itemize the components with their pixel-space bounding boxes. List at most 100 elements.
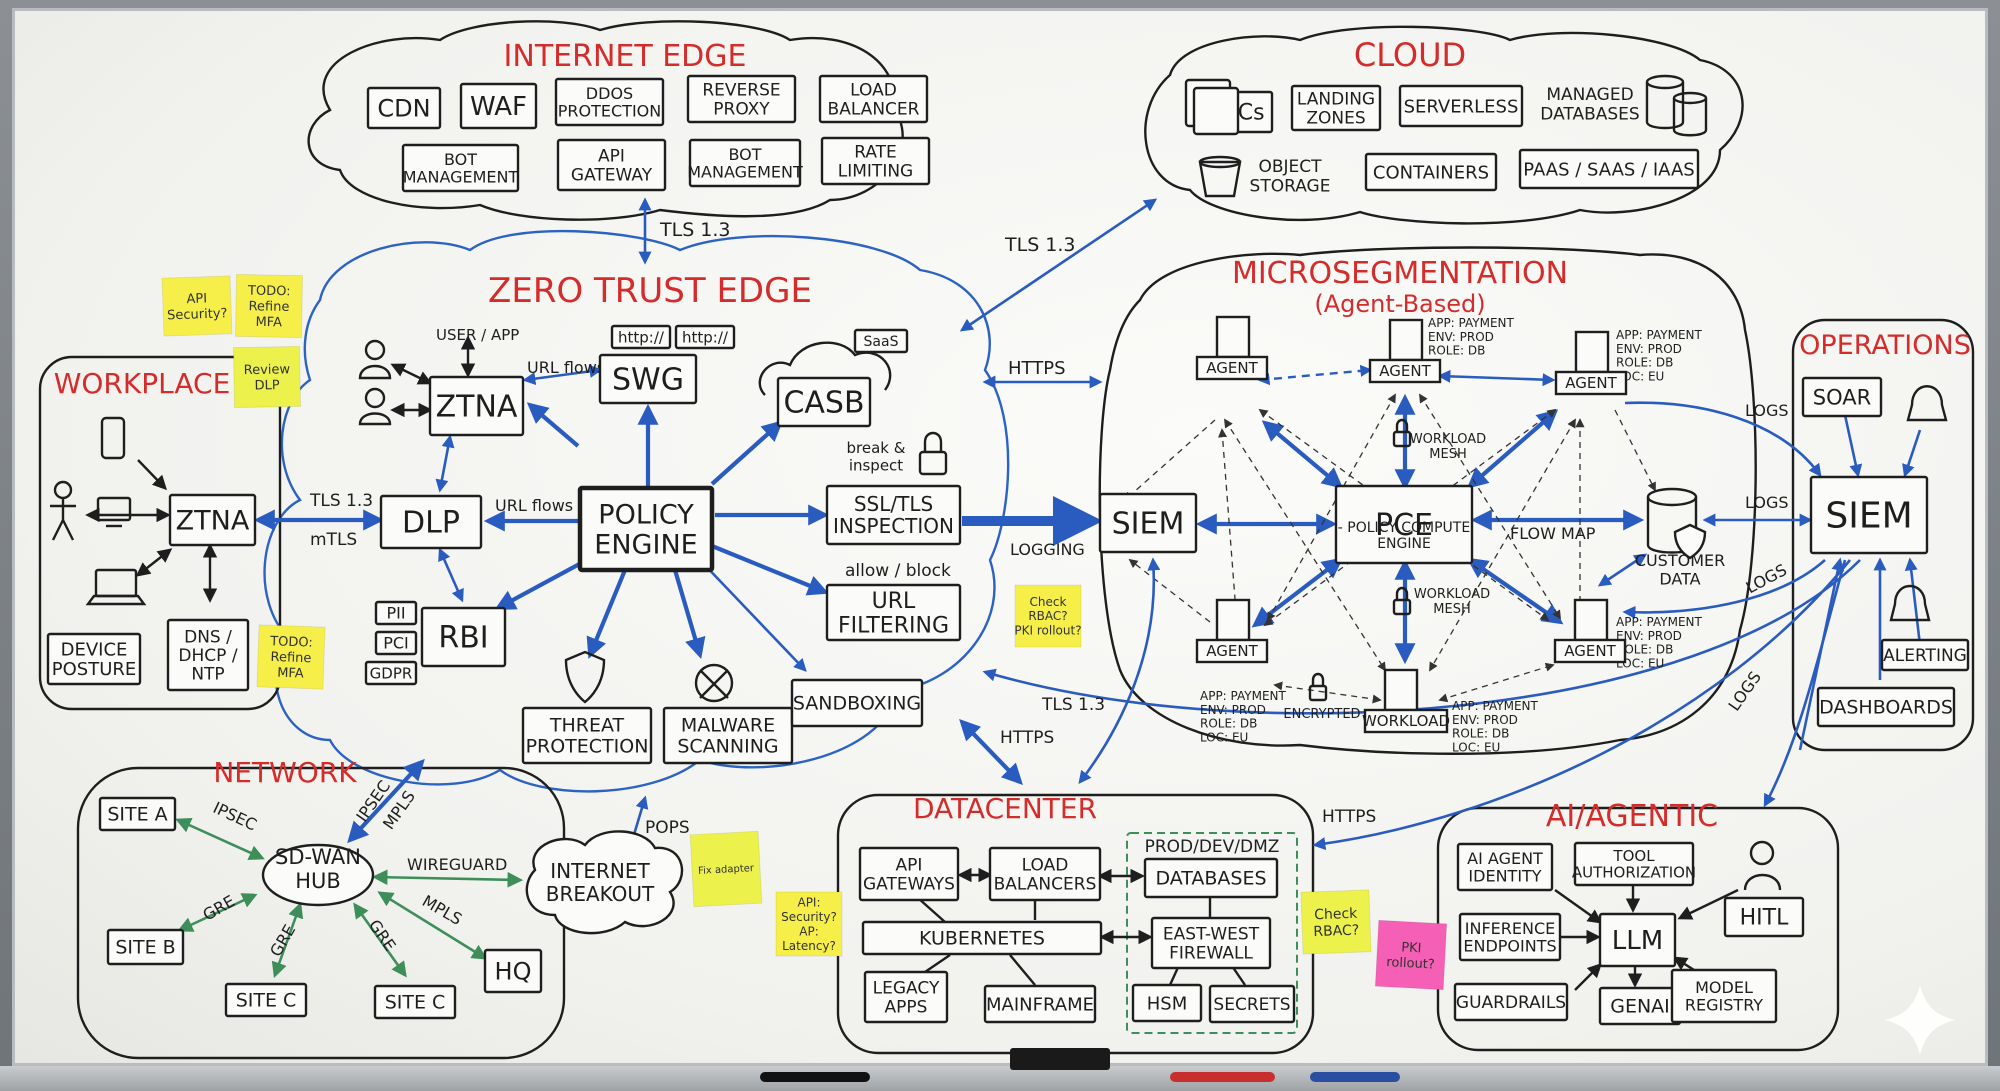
sticky-api-latency-text: API:Security?AP:Latency? [781,896,837,953]
microseg-subheading: (Agent-Based) [1314,290,1485,318]
agent-bottom-left: AGENT [1195,598,1269,664]
sticky-check-rbac-text: CheckRBAC? [1313,906,1360,940]
bucket-icon [1198,155,1242,198]
http-tag-1: http:// [610,324,672,350]
label-wireguard: WIREGUARD [407,855,507,874]
pce-box: PCE [1334,484,1474,565]
desktop-icon [96,496,132,528]
person-icon [358,339,392,426]
label-allow-block: allow / block [845,561,951,581]
agent-label: AGENT [1206,642,1258,660]
ai-heading: AI/AGENTIC [1546,799,1718,834]
label-gre-1: GRE [200,891,239,924]
server-icon [1215,315,1251,359]
database-cylinders-icon [1645,74,1708,137]
label-logs-3: LOGS [1743,560,1790,597]
hitl-person-icon [1743,840,1782,891]
label-flow-map: FLOW MAP [1510,524,1596,543]
site-b-box: SITE B [106,928,185,966]
blue-marker[interactable] [1310,1072,1400,1082]
red-marker[interactable] [1170,1072,1275,1082]
mobile-phone-icon [100,416,126,460]
pci-label: PCI [383,634,409,653]
label-logging: LOGGING [1010,540,1085,559]
label-ipsec-1: IPSEC [210,798,260,835]
bell-icon [1889,385,1948,622]
encrypted-label: ENCRYPTED [1283,707,1360,722]
label-logs-1: LOGS [1745,401,1789,420]
dns-dhcp-ntp-label: DNS /DHCP /NTP [178,627,237,684]
shield-icon [564,650,606,704]
site-c-box-1-label: SITE C [236,990,297,1012]
operations-heading: OPERATIONS [1799,330,1971,361]
http-tag-2-label: http:// [682,328,729,346]
site-c-box-2: SITE C [373,984,457,1020]
pii-box: PII [374,600,418,626]
workplace-outline [38,355,282,711]
siem-box: SIEM [1098,492,1198,554]
ztna-box: ZTNA [428,375,525,437]
cdn-box: CDN [366,86,442,130]
agent-top-right: AGENT [1554,330,1628,396]
agent-label: AGENT [1206,359,1258,377]
genai-box: GENAI [1598,986,1682,1026]
datacenter-heading: DATACENTER [913,792,1097,825]
sparkle-logo [1885,985,1955,1055]
laptop-icon [85,568,147,606]
soar-box: SOAR [1801,376,1883,418]
label-pops: POPS [645,818,690,838]
containers-box: CONTAINERS [1364,152,1498,192]
internet-edge-heading: INTERNET EDGE [504,39,747,74]
label-logs-2: LOGS [1745,493,1789,512]
serverless-label: SERVERLESS [1404,96,1519,117]
workplace-ztna-box: ZTNA [168,493,257,547]
containers-label: CONTAINERS [1373,162,1489,183]
eraser[interactable] [1010,1048,1110,1070]
server-icon [1383,668,1419,712]
hsm-label: HSM [1147,993,1188,1014]
stick-figure-icon [50,480,76,541]
secrets-label: SECRETS [1213,995,1290,1015]
sd-wan-hub-shape [261,843,375,907]
sticky-notes: APISecurity?TODO:RefineMFAReviewDLPTODO:… [161,273,1448,991]
guardrails-label: GUARDRAILS [1456,993,1566,1013]
paas-saas-iaas-label: PAAS / SAAS / IAAS [1523,159,1694,180]
agent-top-left: AGENT [1195,315,1269,381]
sticky-review-dlp: ReviewDLP [232,345,302,409]
agent-bottom-right: AGENT [1553,598,1627,664]
hitl-box: HITL [1723,896,1805,938]
label-prod-dev-dmz: PROD/DEV/DMZ [1145,837,1280,857]
sandboxing-box: SANDBOXING [790,678,924,728]
label-https-ops: HTTPS [1322,807,1376,827]
black-marker[interactable] [760,1072,870,1082]
server-stack-icon [1184,78,1240,136]
workplace-ztna-label: ZTNA [176,505,250,536]
dns-dhcp-ntp-box: DNS /DHCP /NTP [166,618,250,692]
